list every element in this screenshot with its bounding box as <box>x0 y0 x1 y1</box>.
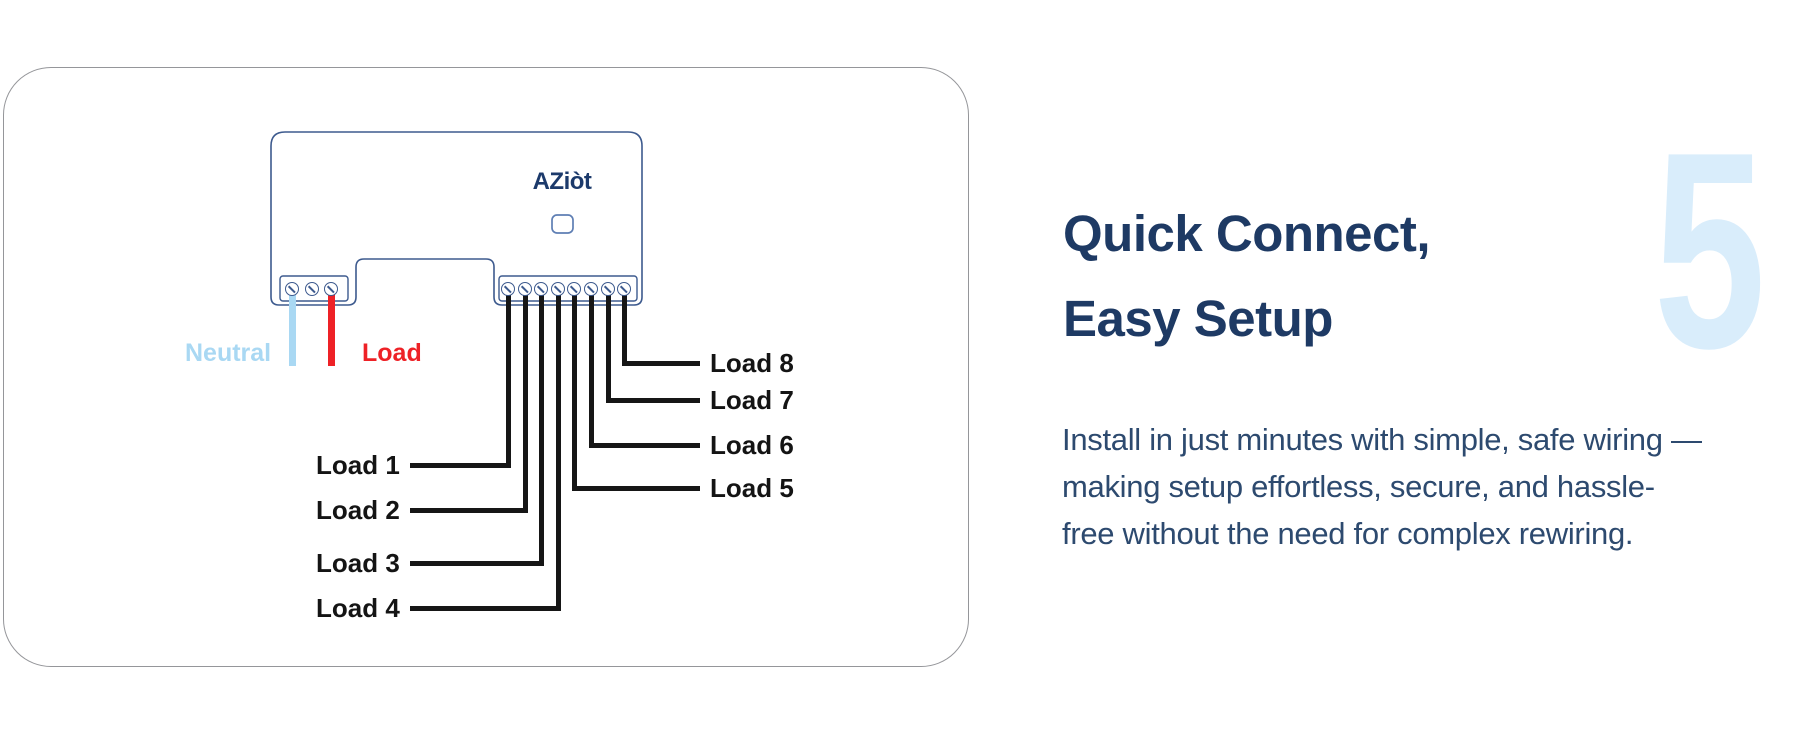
live-load-wire <box>328 294 335 366</box>
step-number: 5 <box>1653 95 1766 407</box>
brand-logo: AZiòt <box>532 168 592 195</box>
paragraph-line-2: making setup effortless, secure, and has… <box>1062 469 1655 504</box>
load-label: Load 4 <box>316 593 400 623</box>
load-wire-horizontal <box>621 360 700 366</box>
load-wire-vertical <box>588 293 594 448</box>
load-wire-vertical <box>621 293 627 366</box>
load-wire-horizontal <box>571 485 700 491</box>
device-button <box>551 214 574 234</box>
load-wire-horizontal <box>410 462 511 468</box>
load-wire-vertical <box>571 293 577 491</box>
live-wire-label: Load <box>362 339 422 367</box>
load-wire-horizontal <box>410 507 528 513</box>
section-heading: Quick Connect, Easy Setup <box>1063 191 1431 361</box>
screw-terminal-icon <box>601 282 615 296</box>
load-wire-horizontal <box>410 560 544 566</box>
load-wire-vertical <box>555 293 561 611</box>
paragraph-line-3: free without the need for complex rewiri… <box>1062 516 1634 551</box>
screw-terminal-icon <box>518 282 532 296</box>
screw-terminal-icon <box>551 282 565 296</box>
screw-terminal-icon <box>567 282 581 296</box>
load-wire-horizontal <box>588 442 700 448</box>
load-wire-horizontal <box>410 605 561 611</box>
section-paragraph: Install in just minutes with simple, saf… <box>1062 416 1800 557</box>
load-label: Load 1 <box>316 450 400 480</box>
load-label: Load 5 <box>710 473 794 503</box>
load-wire-vertical <box>605 293 611 403</box>
load-label: Load 6 <box>710 430 794 460</box>
screw-terminal-icon <box>324 282 338 296</box>
screw-terminal-icon <box>501 282 515 296</box>
load-wire-vertical <box>505 293 511 468</box>
screw-terminal-icon <box>534 282 548 296</box>
relay-device-body <box>270 131 643 306</box>
paragraph-line-1: Install in just minutes with simple, saf… <box>1062 422 1702 457</box>
screw-terminal-icon <box>285 282 299 296</box>
neutral-wire-label: Neutral <box>185 339 272 367</box>
load-label: Load 3 <box>316 548 400 578</box>
load-label: Load 7 <box>710 385 794 415</box>
load-wire-horizontal <box>605 397 700 403</box>
load-label: Load 2 <box>316 495 400 525</box>
heading-line-1: Quick Connect, <box>1063 205 1431 262</box>
neutral-wire <box>289 294 296 366</box>
load-wire-vertical <box>538 293 544 566</box>
load-label: Load 8 <box>710 348 794 378</box>
screw-terminal-icon <box>617 282 631 296</box>
screw-terminal-icon <box>584 282 598 296</box>
load-wire-vertical <box>522 293 528 513</box>
heading-line-2: Easy Setup <box>1063 290 1333 347</box>
screw-terminal-icon <box>305 282 319 296</box>
